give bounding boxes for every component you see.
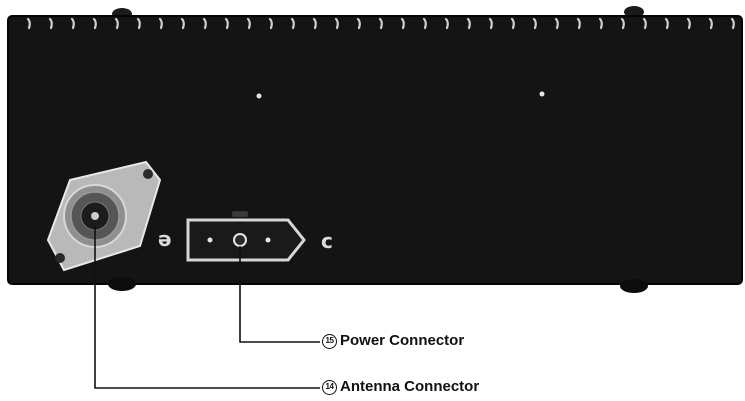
fin-tick — [224, 17, 229, 30]
fin-tick — [114, 17, 119, 30]
fin-tick — [400, 17, 405, 30]
panel-screw-right — [539, 91, 545, 97]
fin-tick — [532, 17, 537, 30]
callout-number-antenna: 14 — [322, 379, 337, 395]
fin-tick — [686, 17, 691, 30]
fin-tick — [554, 17, 559, 30]
side-bolt-left: ə — [158, 227, 172, 251]
fin-tick — [290, 17, 295, 30]
callout-label-power: Power Connector — [340, 332, 465, 349]
antenna-leader-line — [94, 226, 320, 389]
fin-tick — [642, 17, 647, 30]
fin-tick — [620, 17, 625, 30]
fin-tick — [708, 17, 713, 30]
fin-tick — [136, 17, 141, 30]
fin-tick — [312, 17, 317, 30]
fin-tick — [202, 17, 207, 30]
fin-tick — [158, 17, 163, 30]
callout-antenna: 14 Antenna Connector — [322, 378, 479, 396]
fin-tick — [488, 17, 493, 30]
fin-tick — [246, 17, 251, 30]
fin-tick — [70, 17, 75, 30]
panel-screw-left — [256, 93, 262, 99]
fin-tick — [356, 17, 361, 30]
fin-tick — [510, 17, 515, 30]
fin-tick — [378, 17, 383, 30]
fin-tick — [180, 17, 185, 30]
heat-sink-fins — [26, 17, 735, 30]
power-leader-line — [239, 246, 320, 343]
power-connector — [186, 211, 306, 262]
fin-tick — [730, 17, 735, 30]
side-bolt-right: c — [321, 229, 333, 253]
fin-tick — [48, 17, 53, 30]
callout-number-power: 15 — [322, 333, 337, 349]
fin-tick — [26, 17, 31, 30]
fin-tick — [268, 17, 273, 30]
fin-tick — [576, 17, 581, 30]
antenna-connector — [46, 160, 162, 272]
foot-left — [108, 277, 136, 291]
callout-power: 15 Power Connector — [322, 332, 464, 350]
fin-tick — [444, 17, 449, 30]
fin-tick — [664, 17, 669, 30]
fin-tick — [92, 17, 97, 30]
chassis-body — [7, 15, 743, 285]
callout-label-antenna: Antenna Connector — [340, 378, 480, 395]
fin-tick — [598, 17, 603, 30]
fin-tick — [466, 17, 471, 30]
foot-right — [620, 279, 648, 293]
fin-tick — [334, 17, 339, 30]
fin-tick — [422, 17, 427, 30]
